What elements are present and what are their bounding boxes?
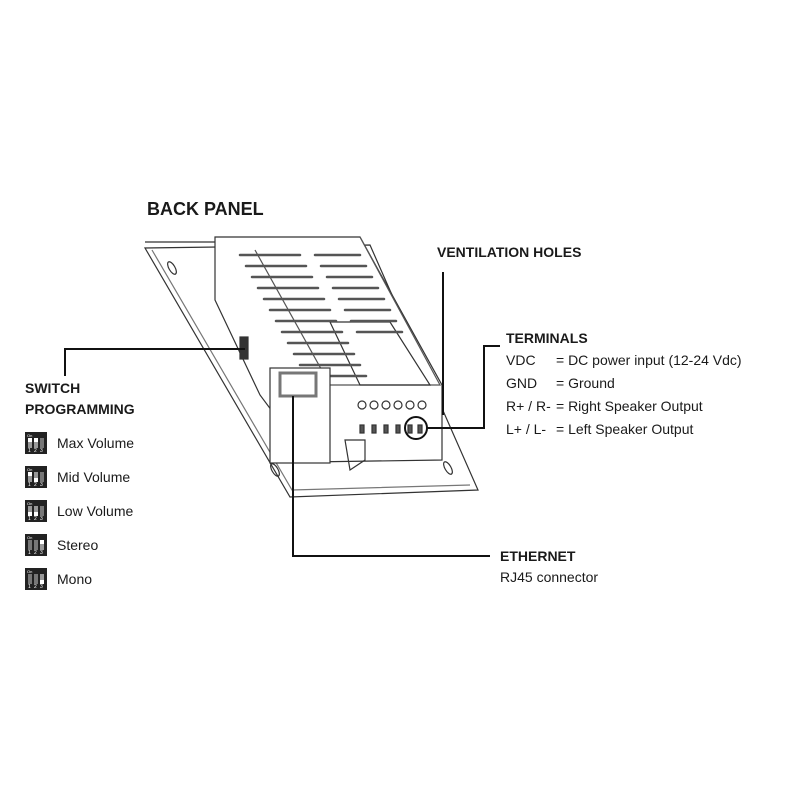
terminal-slots	[359, 424, 423, 434]
dip-on-label: On	[27, 501, 33, 506]
dip-number: 1	[28, 550, 31, 556]
ventilation-label: VENTILATION HOLES	[437, 244, 582, 260]
dip-switch	[28, 472, 32, 482]
dip-switch	[40, 540, 44, 550]
terminals-leader	[427, 345, 500, 429]
terminal-name: R+ / R-	[506, 398, 551, 414]
dip-number: 2	[34, 482, 37, 488]
dip-switch	[34, 540, 38, 550]
ethernet-leader	[292, 396, 490, 557]
terminal-name: VDC	[506, 352, 536, 368]
terminal-desc: = Right Speaker Output	[556, 398, 703, 414]
ethernet-label: ETHERNET	[500, 548, 576, 564]
dip-switch	[34, 472, 38, 482]
terminals-label: TERMINALS	[506, 330, 588, 346]
dip-number: 2	[34, 448, 37, 454]
switch-mode-label: Mono	[57, 571, 93, 587]
dip-switch	[40, 574, 44, 584]
dip-number: 3	[40, 482, 43, 488]
terminal-screws	[357, 400, 427, 410]
dip-switch	[34, 574, 38, 584]
switch-mode-label: Low Volume	[57, 503, 134, 519]
switch-label-2: PROGRAMMING	[25, 401, 135, 417]
dip-number: 3	[40, 516, 43, 522]
dip-number: 3	[40, 584, 43, 590]
dip-number: 1	[28, 482, 31, 488]
dip-number: 3	[40, 448, 43, 454]
terminal-name: L+ / L-	[506, 421, 547, 437]
switch-leader	[64, 348, 245, 376]
rj45-port	[278, 371, 318, 398]
dip-switch	[28, 438, 32, 448]
dip-number: 1	[28, 584, 31, 590]
dip-on-label: On	[27, 433, 33, 438]
terminal-desc: = Left Speaker Output	[556, 421, 694, 437]
dip-number: 2	[34, 584, 37, 590]
switch-mode-label: Stereo	[57, 537, 99, 553]
dip-switch	[40, 472, 44, 482]
switch-label: SWITCH	[25, 380, 81, 396]
dip-on-label: On	[27, 569, 33, 574]
dip-switch	[40, 438, 44, 448]
switch-mode-label: Mid Volume	[57, 469, 131, 485]
dip-number: 3	[40, 550, 43, 556]
dip-switch	[28, 540, 32, 550]
switch-mode-label: Max Volume	[57, 435, 135, 451]
dip-on-label: On	[27, 535, 33, 540]
dip-switch	[34, 506, 38, 516]
dip-on-label: On	[27, 467, 33, 472]
ventilation-slots	[238, 253, 404, 378]
terminal-desc: = Ground	[556, 375, 615, 391]
terminal-name: GND	[506, 375, 538, 391]
page-title: BACK PANEL	[147, 199, 264, 219]
dip-switch	[28, 506, 32, 516]
dip-number: 1	[28, 448, 31, 454]
dip-number: 1	[28, 516, 31, 522]
terminal-desc: = DC power input (12-24 Vdc)	[556, 352, 742, 368]
dip-switch	[28, 574, 32, 584]
dip-switch	[34, 438, 38, 448]
dip-number: 2	[34, 550, 37, 556]
dip-switch	[40, 506, 44, 516]
dip-number: 2	[34, 516, 37, 522]
ethernet-sublabel: RJ45 connector	[500, 569, 599, 585]
